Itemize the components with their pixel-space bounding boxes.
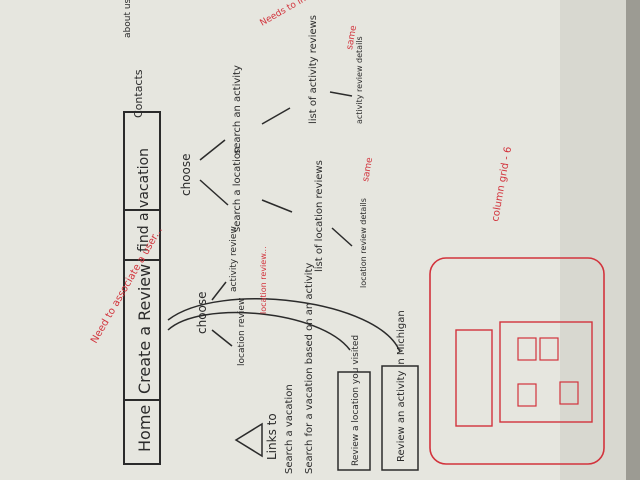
link-search-vacation: Search a vacation	[284, 384, 295, 474]
nav-about-us-label: about us	[123, 0, 133, 38]
arrow-to-search-activity	[199, 139, 226, 161]
nav-find-vacation-label: find a vacation	[136, 148, 152, 252]
links-triangle	[234, 422, 263, 458]
whiteboard-frame-right	[626, 0, 640, 480]
arrow-to-list-location	[261, 199, 293, 213]
note-same-1: same	[345, 24, 359, 50]
link-search-vacation-activity: Search for a vacation based on an activi…	[304, 263, 315, 474]
link-review-activity: Review an activity in Michigan	[396, 310, 407, 462]
flow-location-review: location review	[237, 298, 247, 366]
wireframe-card-4	[559, 381, 579, 405]
arrow-to-activity-details	[329, 91, 353, 97]
arrow-to-location-review	[211, 329, 233, 347]
wireframe-header	[455, 329, 493, 427]
link-review-location-box	[337, 371, 371, 471]
wireframe-card-3	[517, 383, 537, 407]
wireframe-card-2	[539, 337, 559, 361]
nav-create-review-label: Create a Review	[135, 264, 154, 394]
nav-bar-outline	[123, 111, 161, 465]
flow-location-review-details: location review details	[359, 198, 368, 288]
link-review-location: Review a location you visited	[351, 335, 361, 466]
flow-search-location: search a location	[232, 147, 243, 232]
arrow-to-location-details	[331, 227, 353, 247]
flow-list-location-reviews: list of location reviews	[314, 160, 325, 272]
flow-choose-top: choose	[179, 153, 193, 196]
curve-arrows	[167, 298, 401, 353]
links-to-label: Links to	[265, 413, 279, 460]
link-review-activity-box	[381, 365, 419, 471]
nav-contacts-label: Contacts	[132, 69, 145, 118]
wireframe-outer	[429, 257, 605, 465]
flow-list-activity-reviews: list of activity reviews	[308, 15, 319, 124]
arrow-to-search-location	[199, 179, 229, 206]
arrow-to-list-activity	[261, 107, 291, 125]
wireframe-card-1	[517, 337, 537, 361]
arrow-to-activity-review	[211, 281, 227, 301]
nav-home-label: Home	[135, 405, 154, 452]
flow-activity-review: activity review	[229, 226, 239, 292]
flow-choose-bottom: choose	[195, 291, 209, 334]
flow-search-activity: search an activity	[232, 65, 243, 154]
note-same-2: same	[361, 156, 375, 182]
wireframe-grid	[499, 321, 593, 423]
note-location-red: location review...	[259, 246, 268, 314]
flow-activity-review-details: activity review details	[355, 36, 364, 124]
